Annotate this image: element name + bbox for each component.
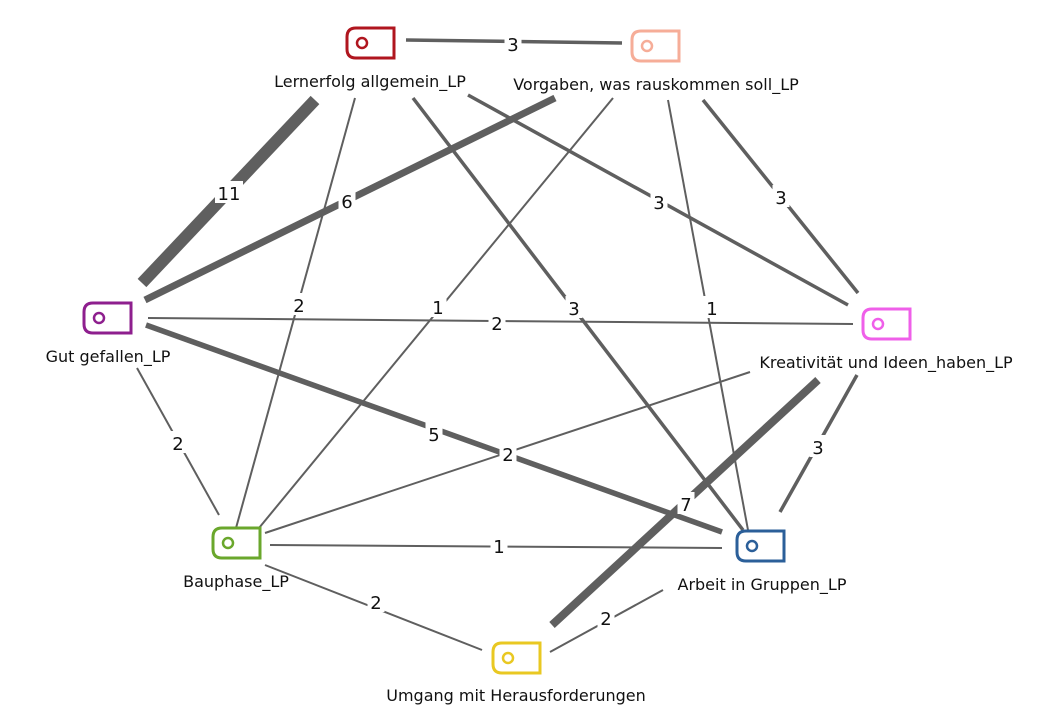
tag-icon	[345, 26, 396, 60]
tag-hole	[745, 539, 759, 553]
tag-hole	[221, 536, 235, 550]
edge-label-background	[425, 422, 443, 444]
edge-label-background	[597, 606, 615, 628]
edge-weight-label: 6	[341, 192, 352, 213]
edge-weight-label: 5	[428, 425, 439, 446]
node-label: Umgang mit Herausforderungen	[386, 686, 645, 705]
edge-label-background	[650, 190, 668, 212]
tag-icon	[630, 29, 681, 63]
edge-weight-label: 7	[680, 495, 691, 516]
tag-icon	[211, 526, 262, 560]
nodes-layer: Lernerfolg allgemein_LP Vorgaben, was rau…	[46, 26, 1013, 705]
node-label: Kreativität und Ideen_haben_LP	[759, 353, 1013, 373]
edge-label-background	[504, 32, 522, 54]
node-gruppen[interactable]: Arbeit in Gruppen_LP	[678, 529, 847, 595]
edge-label-background	[703, 296, 721, 318]
edge-label-background	[677, 492, 695, 514]
edge-weight-label: 2	[600, 609, 611, 630]
edge-label-background	[809, 435, 827, 457]
tag-icon	[735, 529, 786, 563]
edge-label-background	[215, 181, 243, 203]
node-gutgefallen[interactable]: Gut gefallen_LP	[46, 301, 171, 367]
node-label: Arbeit in Gruppen_LP	[678, 575, 847, 595]
edge-weight-label: 3	[653, 193, 664, 214]
tag-hole	[871, 317, 885, 331]
edge-label-background	[499, 442, 517, 464]
node-kreativitaet[interactable]: Kreativität und Ideen_haben_LP	[759, 307, 1013, 373]
tag-body	[630, 29, 681, 63]
edge-weight-label: 2	[491, 314, 502, 335]
edge-label-background	[290, 293, 308, 315]
tag-icon	[491, 641, 542, 675]
tag-body	[861, 307, 912, 341]
edge-weight-label: 3	[568, 299, 579, 320]
edge-weight-label: 3	[507, 35, 518, 56]
edge-label-background	[490, 534, 508, 556]
edge-weight-label: 3	[775, 188, 786, 209]
tag-icon	[82, 301, 133, 335]
edge-weight-label: 2	[502, 445, 513, 466]
tag-hole	[501, 651, 515, 665]
node-label: Lernerfolg allgemein_LP	[274, 72, 466, 92]
tag-body	[345, 26, 396, 60]
tag-body	[82, 301, 133, 335]
node-label: Gut gefallen_LP	[46, 347, 171, 367]
tag-hole	[355, 36, 369, 50]
node-vorgaben[interactable]: Vorgaben, was rauskommen soll_LP	[513, 29, 799, 95]
tag-body	[735, 529, 786, 563]
edge-weight-label: 1	[706, 299, 717, 320]
node-umgang[interactable]: Umgang mit Herausforderungen	[386, 641, 646, 705]
node-label: Bauphase_LP	[183, 572, 289, 592]
edge-label-background	[772, 185, 790, 207]
tag-body	[211, 526, 262, 560]
node-bauphase[interactable]: Bauphase_LP	[183, 526, 289, 592]
edge-label-background	[169, 431, 187, 453]
tag-body	[491, 641, 542, 675]
node-label: Vorgaben, was rauskommen soll_LP	[513, 75, 799, 95]
node-lernerfolg[interactable]: Lernerfolg allgemein_LP	[274, 26, 466, 92]
tag-hole	[640, 39, 654, 53]
tag-hole	[92, 311, 106, 325]
edge-weight-label: 1	[432, 298, 443, 319]
tag-icon	[861, 307, 912, 341]
edge-label-background	[367, 590, 385, 612]
edge-labels-layer: 3 11 6 3 3 2 1 3 1 2 2 5 2 3 7 1 2 2	[169, 32, 827, 630]
edge-label-background	[488, 311, 506, 333]
edge-weight-label: 2	[370, 593, 381, 614]
edge-label-background	[429, 295, 447, 317]
edge-label-background	[565, 296, 583, 318]
edge-weight-label: 3	[812, 438, 823, 459]
edge-weight-label: 11	[218, 184, 241, 205]
edge-weight-label: 2	[293, 296, 304, 317]
edge-weight-label: 1	[493, 537, 504, 558]
edge-weight-label: 2	[172, 434, 183, 455]
edge-label-background	[338, 189, 356, 211]
